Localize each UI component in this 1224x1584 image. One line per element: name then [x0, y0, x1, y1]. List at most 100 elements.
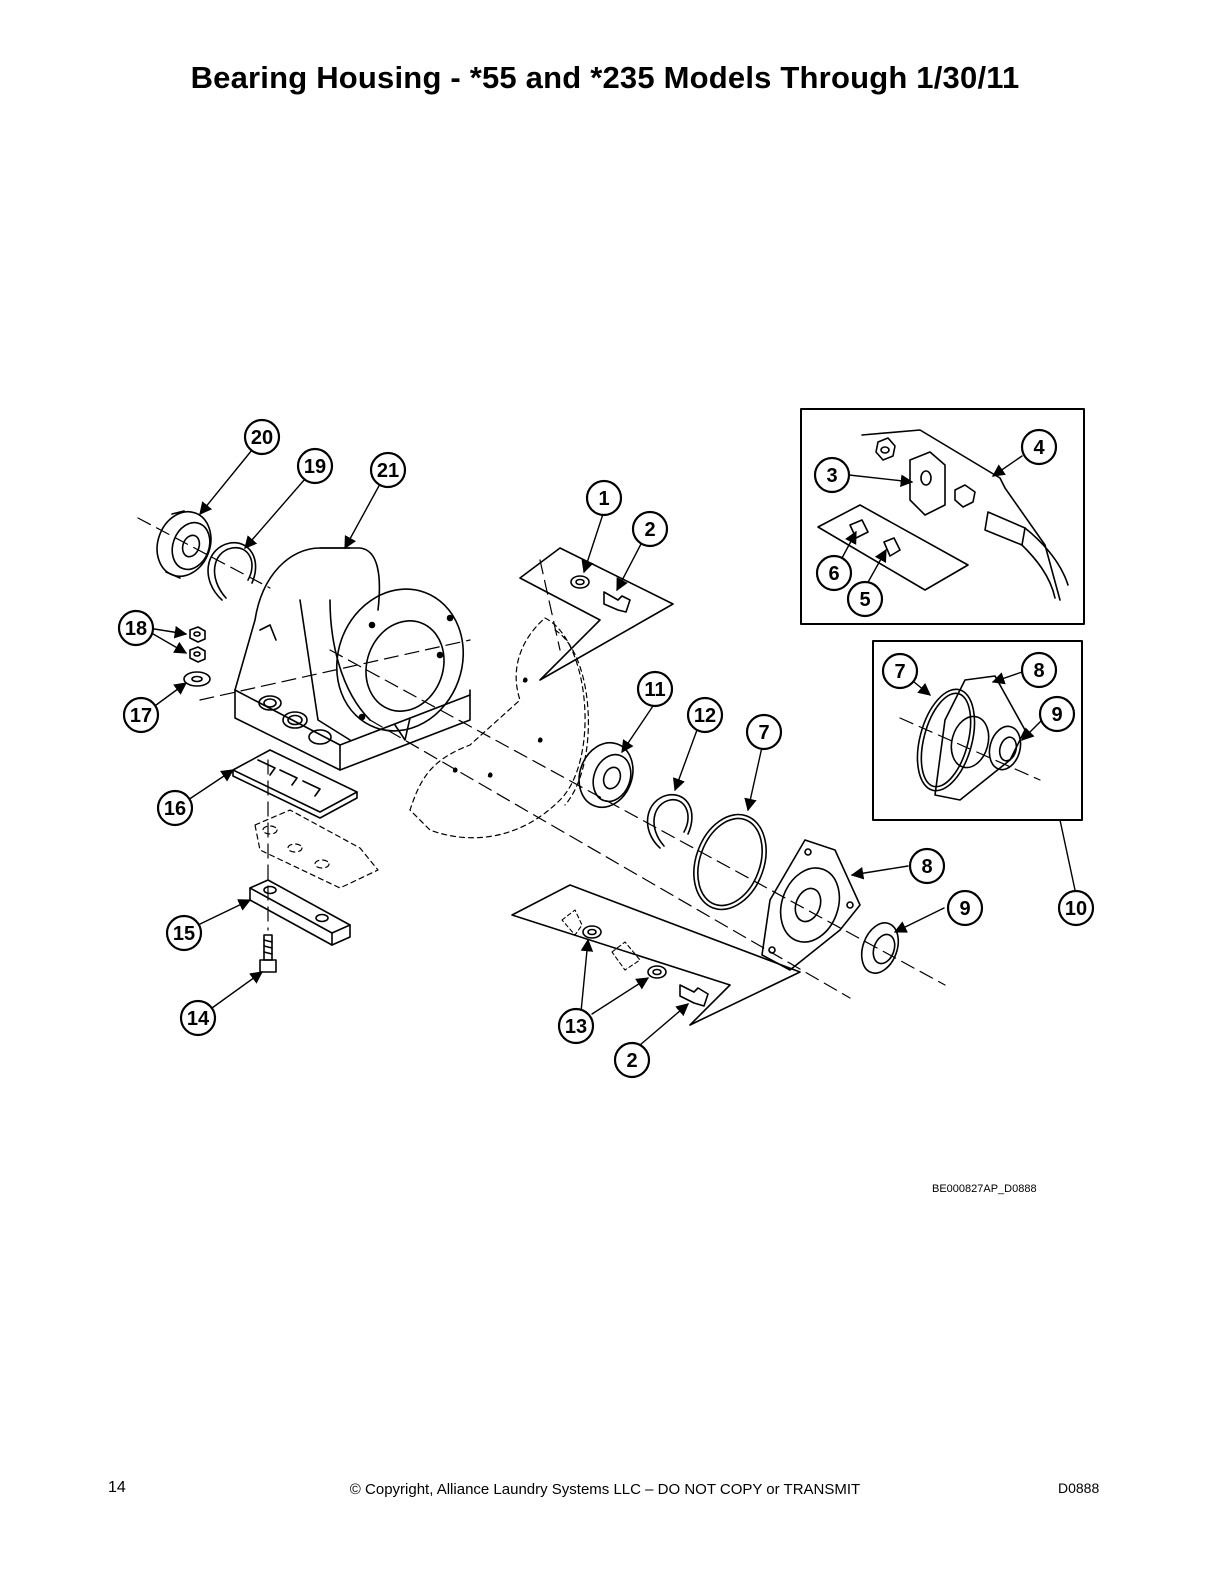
callout-label: 7 [894, 661, 905, 683]
gasket-outline [409, 617, 589, 839]
callout-5: 5 [846, 580, 884, 618]
callout-label: 6 [828, 563, 839, 585]
snap-ring-12 [646, 794, 693, 849]
page-number: 14 [108, 1479, 126, 1496]
callout-circle [815, 554, 853, 592]
callout-1: 1 [585, 479, 623, 517]
callout-label: 8 [1033, 660, 1044, 682]
callout-label: 9 [1051, 704, 1062, 726]
bearing-11 [578, 741, 634, 809]
leader-lines [147, 449, 1076, 1046]
callout-label: 3 [826, 465, 837, 487]
callout-circle [1020, 428, 1058, 466]
callout-circle [813, 456, 851, 494]
callout-circle [631, 510, 669, 548]
page-title: Bearing Housing - *55 and *235 Models Th… [190, 60, 1020, 95]
hardware-plane-upper [519, 547, 674, 681]
callout-20: 20 [243, 418, 281, 456]
callout-17: 17 [122, 696, 160, 734]
callout-11: 11 [636, 670, 674, 708]
callout-circle [1057, 889, 1095, 927]
callout-label: 9 [959, 898, 970, 920]
callout-label: 5 [859, 589, 870, 611]
callout-label: 10 [1065, 898, 1087, 920]
callout-circle [881, 652, 919, 690]
callout-circle [613, 1041, 651, 1079]
callout-circle [243, 418, 281, 456]
callout-label: 17 [130, 705, 152, 727]
callout-circle [946, 889, 984, 927]
washer-17 [183, 671, 211, 687]
snap-ring-19 [207, 542, 257, 601]
clamp-bar-15 [249, 879, 351, 946]
callout-16: 16 [156, 789, 194, 827]
nuts-18 [189, 626, 206, 663]
callout-label: 12 [694, 705, 716, 727]
bearing-cap-8 [761, 839, 861, 971]
callout-circle [585, 479, 623, 517]
callout-label: 19 [304, 456, 326, 478]
callout-label: 2 [644, 519, 655, 541]
callout-8: 8 [908, 847, 946, 885]
callout-circle [165, 914, 203, 952]
callout-circle [122, 696, 160, 734]
hardware-plane-lower [511, 884, 801, 1026]
bearing-20 [156, 510, 212, 579]
callout-circle [369, 451, 407, 489]
callout-circle [1038, 695, 1076, 733]
copyright-notice: © Copyright, Alliance Laundry Systems LL… [349, 1481, 861, 1498]
callout-10: 10 [1057, 889, 1095, 927]
callout-circle [846, 580, 884, 618]
callout-label: 18 [125, 618, 147, 640]
callout-circle [745, 713, 783, 751]
callout-4: 4 [1020, 428, 1058, 466]
callout-label: 2 [626, 1050, 637, 1072]
callout-label: 1 [598, 488, 609, 510]
o-ring-7 [693, 813, 767, 911]
callout-circle [296, 447, 334, 485]
callout-label: 13 [565, 1016, 587, 1038]
callout-label: 11 [644, 679, 665, 701]
callout-circle [117, 609, 155, 647]
callout-8: 8 [1020, 651, 1058, 689]
callout-9: 9 [946, 889, 984, 927]
callout-19: 19 [296, 447, 334, 485]
callout-label: 21 [377, 460, 399, 482]
inset-cap-frame [872, 640, 1083, 821]
callout-7: 7 [881, 652, 919, 690]
callout-label: 14 [187, 1008, 210, 1030]
callout-12: 12 [686, 696, 724, 734]
callout-9: 9 [1038, 695, 1076, 733]
figure-id: BE000827AP_D0888 [932, 1183, 1037, 1195]
callout-label: 8 [921, 856, 932, 878]
callout-label: 16 [164, 798, 186, 820]
callout-circle [557, 1007, 595, 1045]
callout-circle [1020, 651, 1058, 689]
callout-label: 4 [1033, 437, 1045, 459]
callout-6: 6 [815, 554, 853, 592]
callout-18: 18 [117, 609, 155, 647]
bearing-housing-21 [234, 547, 471, 771]
callout-3: 3 [813, 456, 851, 494]
callout-circle [156, 789, 194, 827]
lower-hardware-ghosts [561, 909, 641, 971]
callout-circle [908, 847, 946, 885]
callout-circle [179, 999, 217, 1037]
callout-21: 21 [369, 451, 407, 489]
inset-sensor-frame [800, 408, 1085, 625]
inset-cap-parts [916, 675, 1026, 801]
callout-7: 7 [745, 713, 783, 751]
base-plate-outline [254, 809, 379, 889]
bolt-14 [259, 934, 277, 973]
callout-13: 13 [557, 1007, 595, 1045]
seal-9 [860, 922, 900, 974]
callout-label: 7 [758, 722, 769, 744]
callout-circle [636, 670, 674, 708]
callout-2: 2 [613, 1041, 651, 1079]
callout-2: 2 [631, 510, 669, 548]
callout-circle [686, 696, 724, 734]
callout-14: 14 [179, 999, 217, 1037]
shim-16 [232, 749, 358, 819]
